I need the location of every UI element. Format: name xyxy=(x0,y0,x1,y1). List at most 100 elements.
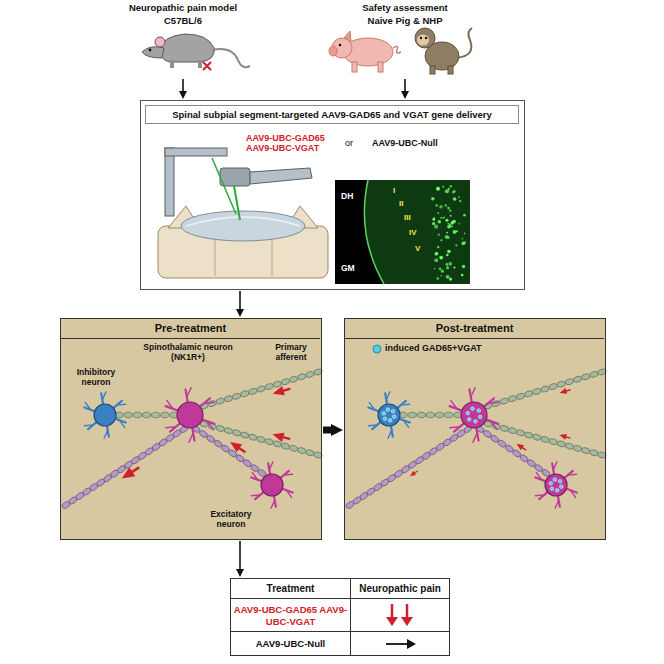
axon-bead xyxy=(540,436,550,444)
neuron-label: Spinothalamic neuron (NK1R+) xyxy=(133,343,243,363)
lamina-number: II xyxy=(399,199,403,208)
dendrite xyxy=(166,427,176,428)
axon-bead xyxy=(264,438,274,446)
axon-bead xyxy=(573,375,583,383)
axon-bead xyxy=(272,440,282,448)
monkey-illustration xyxy=(415,28,472,74)
fluorescent-cell xyxy=(455,244,457,246)
safety-group: Safety assessmentNaive Pig & NHP xyxy=(330,2,480,78)
spine-illustration xyxy=(186,217,300,226)
flow-arrow xyxy=(521,447,526,451)
axon-bead xyxy=(417,412,425,418)
fluorescent-cell xyxy=(446,232,448,234)
monkey-illustration xyxy=(415,28,435,48)
flow-arrow xyxy=(413,471,417,474)
dendrite xyxy=(207,421,213,429)
conjunction: or xyxy=(345,138,353,148)
axon-bead xyxy=(289,445,299,453)
axon-bead xyxy=(281,442,291,450)
vector-name: AAV9-UBC-GAD65 AAV9-UBC-VGAT xyxy=(246,133,338,154)
flow-arrow xyxy=(237,447,246,453)
mouse-illustration xyxy=(212,49,250,67)
axon-bead xyxy=(540,385,550,393)
axon-bead xyxy=(256,385,266,393)
axon-bead xyxy=(232,429,242,437)
axon-bead xyxy=(224,427,234,435)
fluorescent-cell xyxy=(446,266,449,269)
axon-bead xyxy=(524,431,534,439)
fluorescent-cell xyxy=(447,225,451,229)
dendrite xyxy=(535,494,544,496)
flow-arrow xyxy=(564,390,570,392)
flow-arrow xyxy=(239,541,241,569)
neuron-soma xyxy=(94,404,116,426)
fluorescent-cell xyxy=(452,191,455,194)
table-header: Neuropathic pain xyxy=(351,579,449,599)
panel-ground xyxy=(344,318,606,540)
mouse-illustration xyxy=(142,47,164,58)
axon-bead xyxy=(297,373,307,381)
induced-dot xyxy=(373,345,381,353)
spine-illustration xyxy=(165,148,174,216)
dendrite xyxy=(286,490,291,497)
fluorescent-cell xyxy=(431,197,434,200)
axon-bead xyxy=(589,371,599,379)
monkey-illustration xyxy=(420,37,422,39)
spine-illustration xyxy=(212,158,236,214)
micrograph xyxy=(364,180,384,284)
fluorescent-cell xyxy=(447,250,451,254)
axon-bead xyxy=(289,375,299,383)
neuron-soma xyxy=(261,474,283,496)
axon-bead xyxy=(215,397,225,405)
dendrite xyxy=(252,473,257,480)
axon-bead xyxy=(556,380,566,388)
dendrite xyxy=(491,421,497,429)
dendrite xyxy=(251,494,260,496)
axon-bead xyxy=(499,425,509,433)
neuron-soma xyxy=(545,474,567,496)
pig-illustration xyxy=(352,62,357,72)
neuron-soma xyxy=(378,404,400,426)
dendrite xyxy=(471,388,475,397)
axon-bead xyxy=(548,383,558,391)
spine-illustration xyxy=(158,148,328,278)
dendrite xyxy=(568,474,577,476)
axon-bead xyxy=(297,447,307,455)
fluorescent-cell xyxy=(458,223,460,225)
spine-illustration xyxy=(234,186,240,220)
axon-bead xyxy=(305,371,315,379)
fluorescent-cell xyxy=(445,189,449,193)
no-change-arrow xyxy=(407,639,416,649)
table-grid xyxy=(230,578,450,656)
vector-name: AAV9-UBC-Null xyxy=(372,138,438,148)
fluorescent-cell xyxy=(450,185,452,187)
micrograph xyxy=(364,180,470,284)
fluorescent-cell xyxy=(446,254,448,256)
neuron-soma xyxy=(177,402,203,428)
panel-ground xyxy=(60,318,322,540)
fluorescent-cell xyxy=(436,277,439,280)
pig-illustration xyxy=(329,46,337,56)
box-heading: Spinal subpial segment-targeted AAV9-GAD… xyxy=(145,105,519,124)
axon-bead xyxy=(565,442,575,450)
axon-bead xyxy=(565,378,575,386)
axon-bead xyxy=(207,400,217,408)
axon-bead xyxy=(264,383,274,391)
dendrite xyxy=(451,400,457,408)
decrease-arrows xyxy=(386,604,413,626)
induced-dot xyxy=(555,489,559,493)
neuron-label: Inhibitory neuron xyxy=(66,368,126,388)
axon-bead xyxy=(581,447,591,455)
fluorescent-cell xyxy=(434,225,438,229)
axon-bead xyxy=(272,380,282,388)
fluorescent-cell xyxy=(439,267,442,270)
no-change-arrow xyxy=(386,643,408,645)
fluorescent-cell xyxy=(451,225,453,227)
table-cell: AAV9-UBC-GAD65 AAV9-UBC-VGAT xyxy=(231,599,350,632)
fluorescent-cell xyxy=(450,215,452,217)
spine-illustration xyxy=(250,168,312,184)
lamina-number: IV xyxy=(409,228,417,237)
fluorescent-cell xyxy=(434,252,438,256)
fluorescent-cell xyxy=(453,198,456,201)
